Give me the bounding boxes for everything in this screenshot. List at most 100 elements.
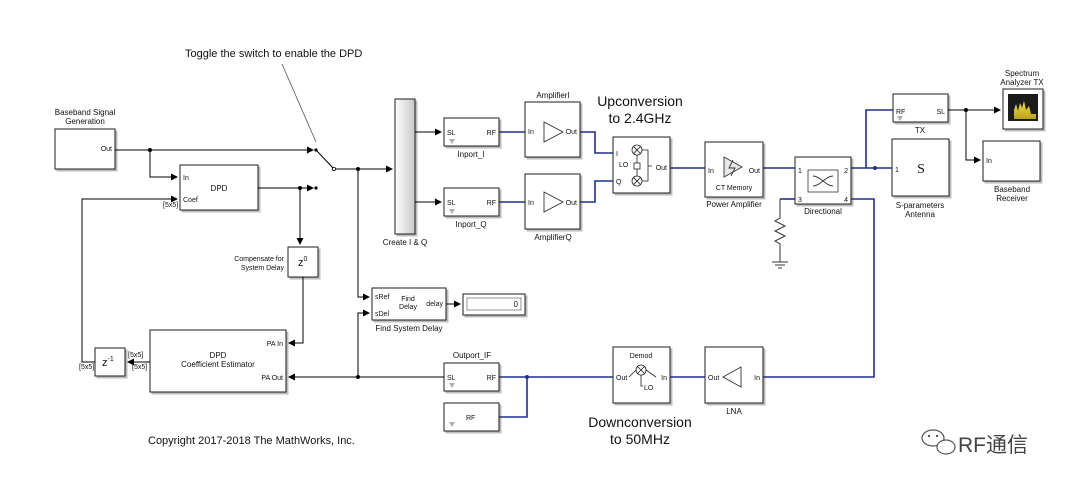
- estimator-title-1: DPD: [210, 351, 227, 360]
- inport-i-sl: SL: [447, 130, 456, 137]
- iq-modulator-block[interactable]: I Q LO Out: [612, 136, 671, 194]
- baseband-signal-generation-block[interactable]: Baseband Signal Generation Out: [54, 108, 116, 170]
- watermark-text: RF通信: [958, 434, 1028, 457]
- dpd-coef-port: Coef: [183, 197, 198, 204]
- mixer-q-cross: [633, 177, 641, 185]
- find-delay-out: delay: [426, 301, 443, 308]
- find-delay-box[interactable]: [371, 287, 447, 321]
- inport-q-ground-icon: [449, 209, 455, 214]
- s-parameters-antenna-block[interactable]: 1 S S-parameters Antenna: [891, 138, 950, 219]
- dpd-box[interactable]: [179, 164, 259, 211]
- amplifier-i-block[interactable]: AmplifierI In Out: [524, 91, 581, 158]
- rf-terminator-block[interactable]: RF: [443, 402, 500, 432]
- baseband-receiver-block[interactable]: In Baseband Receiver: [982, 140, 1041, 203]
- delay-display-block[interactable]: 0: [462, 293, 526, 316]
- iq-modulator-box[interactable]: [612, 136, 671, 194]
- amplifier-q-in: In: [528, 200, 534, 207]
- inport-i-label: Inport_I: [457, 150, 484, 159]
- s-parameters-box[interactable]: [891, 138, 950, 197]
- wire-compensate-to-estimator: [288, 277, 304, 347]
- find-delay-block[interactable]: sRef sDel Find Delay delay Find System D…: [371, 287, 447, 333]
- amplifier-q-triangle-icon: [543, 191, 564, 213]
- rf-wire-amp-q-to-mixer: [580, 180, 613, 203]
- amplifier-q-title: AmplifierQ: [534, 233, 571, 242]
- outport-if-block[interactable]: Outport_IF SL RF: [443, 351, 500, 392]
- compensate-symbol: z0: [298, 256, 308, 269]
- rf-wires: [499, 109, 893, 418]
- unit-delay-symbol: z-1: [102, 356, 114, 369]
- rf-terminator-box[interactable]: [443, 402, 500, 432]
- power-amplifier-block[interactable]: In Out CT Memory Power Amplifier: [704, 141, 764, 209]
- amplifier-i-triangle-icon: [543, 121, 564, 143]
- coefficient-estimator-block[interactable]: DPD Coefficient Estimator PA In PA Out: [149, 329, 287, 393]
- unit-delay-dim-bottom: [5x5]: [132, 364, 147, 371]
- amplifier-i-box[interactable]: [524, 101, 581, 158]
- unit-delay-box[interactable]: [94, 347, 126, 377]
- amplifier-q-block[interactable]: In Out AmplifierQ: [524, 173, 581, 242]
- rf-junction-dot: [873, 166, 877, 170]
- dpd-block[interactable]: In Coef DPD [5x5]: [163, 164, 259, 211]
- pa-label: Power Amplifier: [706, 200, 762, 209]
- demod-lo: LO: [644, 385, 654, 392]
- baseband-receiver-in: In: [986, 158, 992, 165]
- lna-out-port: Out: [708, 375, 719, 382]
- demod-internal-wires: [628, 369, 657, 378]
- baseband-box[interactable]: [54, 128, 116, 170]
- spectrum-title-1: Spectrum: [1005, 69, 1040, 78]
- outport-if-sl: SL: [447, 375, 456, 382]
- estimator-box[interactable]: [149, 329, 287, 393]
- find-delay-sref: sRef: [375, 294, 389, 301]
- display-screen: [466, 297, 522, 311]
- compensate-delay-block[interactable]: Compensate for System Delay z0: [234, 246, 319, 278]
- inport-q-rf: RF: [487, 200, 496, 207]
- wire-tx-to-receiver: [965, 110, 981, 164]
- signal-wires: [81, 106, 1001, 381]
- display-value: 0: [514, 300, 519, 309]
- inport-q-box[interactable]: [443, 187, 500, 217]
- annotation-leader-line: [281, 63, 317, 143]
- baseband-title-2: Generation: [65, 117, 105, 126]
- unit-delay-block[interactable]: z-1 [5x5] [5x5] [5x5]: [79, 347, 147, 377]
- outport-if-rf: RF: [487, 375, 496, 382]
- lna-block[interactable]: Out In LNA: [704, 346, 764, 416]
- inport-q-label: Inport_Q: [455, 220, 486, 229]
- baseband-title-1: Baseband Signal: [55, 108, 116, 117]
- demod-in-port: In: [661, 375, 667, 382]
- demod-mixer-cross: [637, 366, 645, 387]
- directional-coupler-block[interactable]: 1 2 3 4 Directional: [794, 156, 852, 216]
- outport-if-box[interactable]: [443, 362, 500, 392]
- estimator-pa-out-port: PA Out: [261, 375, 283, 382]
- inport-i-rf: RF: [487, 130, 496, 137]
- inport-i-block[interactable]: SL RF Inport_I: [443, 117, 500, 159]
- manual-switch[interactable]: [314, 148, 336, 190]
- dpd-coef-dim: [5x5]: [163, 202, 178, 209]
- iq-modulator-q-port: Q: [616, 179, 622, 186]
- copyright-text: Copyright 2017-2018 The MathWorks, Inc.: [148, 435, 355, 447]
- find-delay-name-1: Find: [401, 296, 415, 303]
- amplifier-i-in: In: [528, 129, 534, 136]
- baseband-receiver-box[interactable]: [982, 140, 1041, 182]
- coupler-port-4: 4: [844, 197, 848, 204]
- rf-wire-to-rf-terminator: [499, 377, 528, 418]
- coupler-port-3: 3: [798, 197, 802, 204]
- demod-block[interactable]: Demod Out In LO: [612, 346, 671, 404]
- coupler-cross-icon: [812, 175, 834, 187]
- spectrum-analyzer-block[interactable]: Spectrum Analyzer TX: [1000, 69, 1044, 130]
- amplifier-i-title: AmplifierI: [536, 91, 569, 100]
- lna-box[interactable]: [704, 346, 764, 404]
- tx-label: TX: [915, 126, 926, 135]
- rf-wire-amp-i-to-mixer: [580, 131, 613, 154]
- termination-resistor[interactable]: [772, 199, 788, 269]
- tx-outport-block[interactable]: RF SL TX: [892, 93, 949, 135]
- dpd-name: DPD: [211, 184, 228, 193]
- create-iq-block[interactable]: Create I & Q: [383, 98, 427, 247]
- inport-q-block[interactable]: SL RF Inport_Q: [443, 187, 500, 229]
- find-delay-label: Find System Delay: [375, 324, 442, 333]
- pa-model-name: CT Memory: [716, 185, 753, 192]
- compensate-box[interactable]: [287, 246, 319, 278]
- create-iq-box[interactable]: [394, 98, 416, 235]
- outport-if-title: Outport_IF: [453, 351, 491, 360]
- inport-i-ground-icon: [449, 139, 455, 144]
- switch-lever[interactable]: [315, 149, 335, 170]
- s-parameters-symbol: S: [917, 162, 925, 177]
